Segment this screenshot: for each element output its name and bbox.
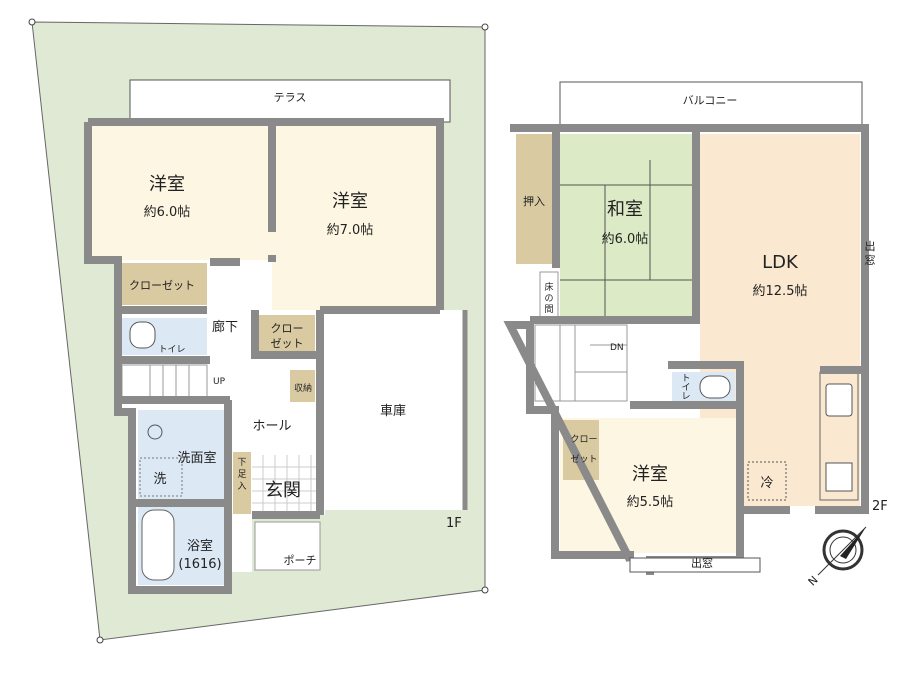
svg-text:LDK: LDK [762,252,799,273]
svg-text:ゼット: ゼット [271,337,304,350]
svg-text:廊下: 廊下 [212,319,238,335]
svg-text:約5.5帖: 約5.5帖 [627,495,674,510]
svg-text:窓: 窓 [865,253,876,267]
svg-text:玄関: 玄関 [265,480,301,501]
floor-1: テラス 洋室 約6.0帖 洋室 約7.0帖 クローゼット クロー ゼ [84,79,468,594]
oshiire [516,134,554,264]
garage [325,310,465,510]
svg-text:バルコニー: バルコニー [683,94,738,107]
compass-icon: N [806,526,867,588]
svg-text:テラス: テラス [274,91,307,104]
svg-text:ゼット: ゼット [570,453,597,465]
shoe-cabinet [233,452,251,514]
svg-text:下: 下 [237,458,246,468]
svg-text:洋室: 洋室 [332,191,368,212]
svg-text:クロー: クロー [271,322,304,335]
svg-text:の: の [544,294,553,304]
svg-text:レ: レ [681,392,690,402]
svg-text:浴室: 浴室 [187,538,213,554]
svg-text:車庫: 車庫 [380,404,406,419]
svg-text:洗: 洗 [153,472,166,487]
svg-text:冷: 冷 [760,476,773,491]
svg-text:ポーチ: ポーチ [284,554,317,567]
svg-text:出窓: 出窓 [691,556,713,570]
balcony [559,81,863,126]
svg-text:足: 足 [237,469,246,480]
svg-text:クロー: クロー [570,434,597,445]
svg-text:イ: イ [681,383,690,393]
svg-text:N: N [806,573,821,588]
svg-text:約7.0帖: 約7.0帖 [327,223,374,238]
storage [290,370,315,402]
svg-text:洋室: 洋室 [149,174,185,195]
svg-text:洗面室: 洗面室 [177,450,216,466]
svg-text:(1616): (1616) [178,557,221,572]
svg-text:UP: UP [213,377,226,387]
closet-1 [117,263,207,305]
svg-text:洋室: 洋室 [632,464,668,485]
svg-text:出: 出 [865,239,876,253]
svg-text:入: 入 [237,481,246,492]
svg-text:約6.0帖: 約6.0帖 [144,205,191,220]
svg-text:押入: 押入 [523,194,545,208]
floor-2: バルコニー 押入 和室 約6.0帖 床 の 間 LDK 約12.5帖 出 窓 D… [503,81,888,575]
japanese-room [560,134,696,316]
svg-text:床: 床 [544,281,553,293]
floor-label-1f: 1F [446,516,462,531]
svg-text:DN: DN [610,343,624,353]
svg-text:ト: ト [681,374,690,384]
floor-label-2f: 2F [872,499,888,514]
svg-text:クローゼット: クローゼット [129,279,195,292]
svg-text:約12.5帖: 約12.5帖 [753,284,808,299]
svg-text:トイレ: トイレ [158,345,185,355]
svg-text:収納: 収納 [294,382,312,394]
stairs-1f [121,364,208,398]
room-western-2 [272,122,440,310]
stairs-2f [534,324,628,402]
closet-2 [258,315,315,355]
svg-text:和室: 和室 [607,199,643,220]
terrace [129,79,451,123]
room-western-1 [88,122,272,260]
svg-text:約6.0帖: 約6.0帖 [602,232,649,247]
svg-text:ホール: ホール [252,419,291,434]
svg-text:間: 間 [544,304,553,315]
porch [254,521,321,571]
